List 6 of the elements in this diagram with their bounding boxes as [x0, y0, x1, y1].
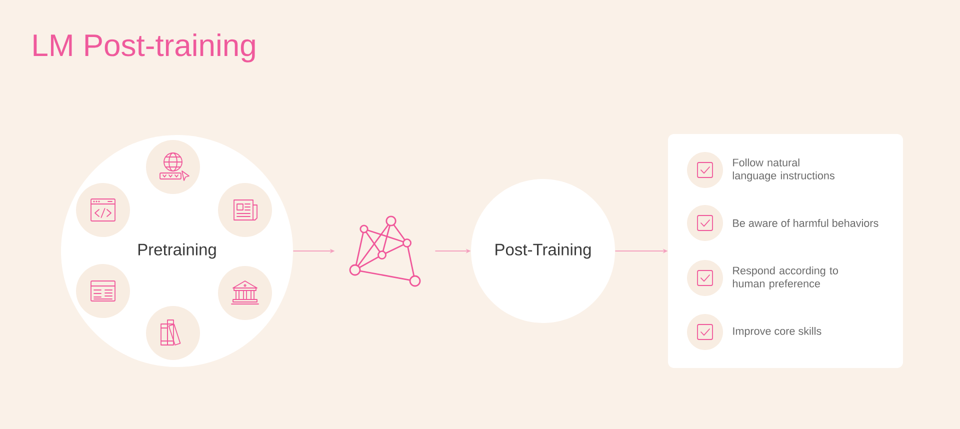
item-text: Be aware of harmful behaviors: [733, 219, 878, 227]
item-text: Follow natural language instructions: [732, 158, 834, 182]
item-text: Respond according to human preference: [732, 266, 838, 290]
title: LM Post-training: [34, 34, 255, 62]
item-text: Improve core skills: [733, 326, 822, 338]
network-icon: [349, 216, 421, 287]
